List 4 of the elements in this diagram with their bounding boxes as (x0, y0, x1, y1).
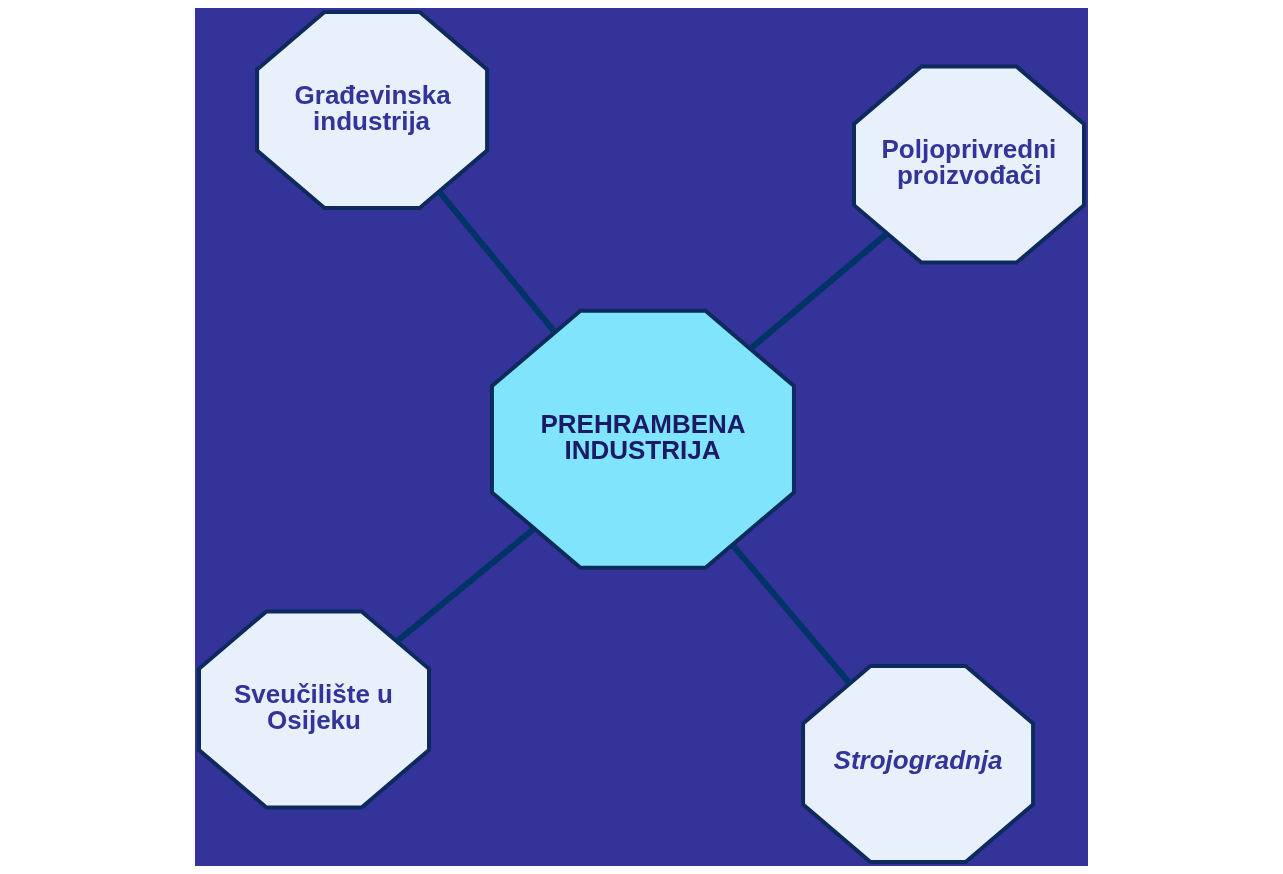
connector (395, 526, 536, 644)
connector (730, 543, 853, 686)
connector (748, 231, 889, 351)
connector (436, 189, 558, 335)
